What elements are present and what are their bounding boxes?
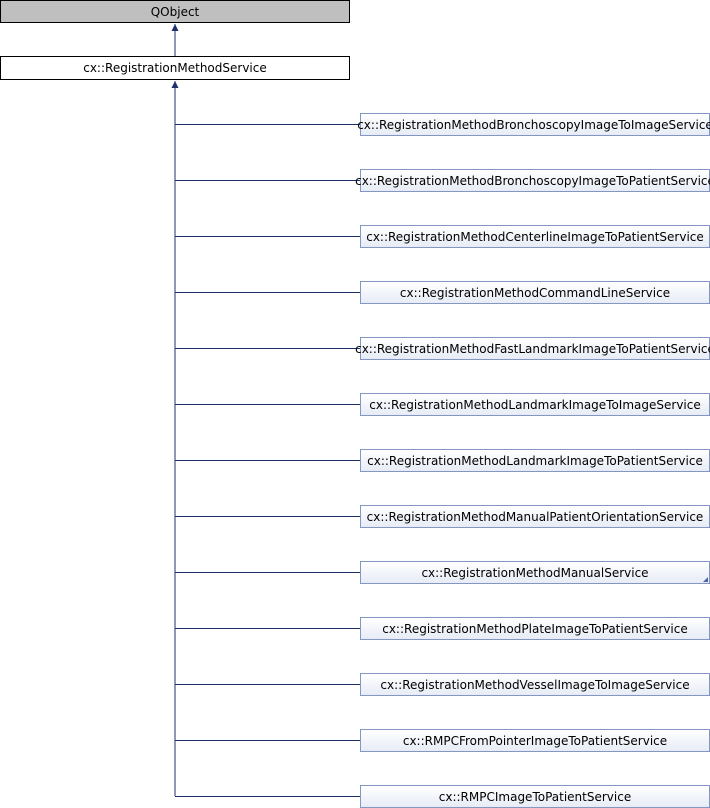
class-name: cx::RMPCImageToPatientService <box>438 789 632 804</box>
class-node-derived[interactable]: cx::RegistrationMethodPlateImageToPatien… <box>360 617 710 640</box>
class-name: cx::RegistrationMethodLandmarkImageToIma… <box>369 397 701 412</box>
class-node-derived[interactable]: cx::RegistrationMethodBronchoscopyImageT… <box>355 169 710 192</box>
class-name: cx::RMPCFromPointerImageToPatientService <box>402 733 668 748</box>
class-name: cx::RegistrationMethodService <box>83 61 267 75</box>
class-name: cx::RegistrationMethodCommandLineService <box>399 285 671 300</box>
class-name: cx::RegistrationMethodLandmarkImageToPat… <box>367 453 703 468</box>
class-name: QObject <box>150 4 200 19</box>
class-node-derived[interactable]: cx::RegistrationMethodBronchoscopyImageT… <box>357 113 710 136</box>
class-node-derived[interactable]: cx::RegistrationMethodManualPatientOrien… <box>360 505 710 528</box>
class-node-derived[interactable]: cx::RegistrationMethodCenterlineImageToP… <box>360 225 710 248</box>
class-name: cx::RegistrationMethodPlateImageToPatien… <box>382 621 688 636</box>
class-node-derived[interactable]: cx::RegistrationMethodLandmarkImageToPat… <box>360 449 710 472</box>
class-name: cx::RegistrationMethodManualService <box>421 565 649 580</box>
class-node-derived[interactable]: cx::RMPCFromPointerImageToPatientService <box>360 729 710 752</box>
class-name: cx::RegistrationMethodVesselImageToImage… <box>380 677 690 692</box>
class-name: cx::RegistrationMethodManualPatientOrien… <box>366 509 704 524</box>
class-node-derived[interactable]: cx::RegistrationMethodCommandLineService <box>360 281 710 304</box>
class-name: cx::RegistrationMethodCenterlineImageToP… <box>366 229 704 244</box>
class-node-derived[interactable]: cx::RegistrationMethodVesselImageToImage… <box>360 673 710 696</box>
class-name: cx::RegistrationMethodFastLandmarkImageT… <box>355 341 710 356</box>
class-name: cx::RegistrationMethodBronchoscopyImageT… <box>357 117 710 132</box>
class-node-derived[interactable]: cx::RegistrationMethodManualService <box>360 561 710 584</box>
class-node-derived[interactable]: cx::RegistrationMethodFastLandmarkImageT… <box>355 337 710 360</box>
class-node-qobject: QObject <box>0 0 350 23</box>
class-node-derived[interactable]: cx::RMPCImageToPatientService <box>360 785 710 808</box>
class-node-registration-method-service[interactable]: cx::RegistrationMethodService <box>0 56 350 80</box>
class-name: cx::RegistrationMethodBronchoscopyImageT… <box>355 173 710 188</box>
class-node-derived[interactable]: cx::RegistrationMethodLandmarkImageToIma… <box>360 393 710 416</box>
more-children-marker-icon <box>703 577 708 582</box>
